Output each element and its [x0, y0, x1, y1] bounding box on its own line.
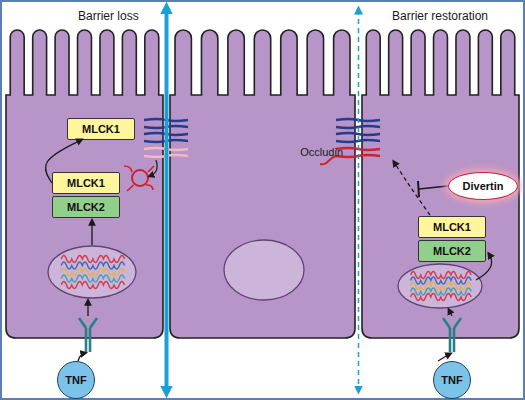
endocytic-vesicle [132, 170, 148, 186]
receptor-arm [90, 318, 97, 328]
cytokine-circle: TNF [433, 361, 471, 399]
nucleus [398, 264, 482, 308]
dna-strand [411, 277, 471, 284]
activation-arrow [45, 140, 81, 183]
leak-arrow [165, 8, 169, 392]
dna-strand [411, 294, 471, 301]
receptor-arm [443, 318, 450, 328]
epithelial-cell [170, 30, 355, 338]
receptor-stem [89, 328, 92, 352]
receptor-arm [79, 318, 86, 328]
signal-arrow [87, 301, 88, 316]
receptor-stem [85, 328, 88, 352]
tnf-receptor [443, 318, 461, 352]
panel-title: Barrier restoration [392, 9, 488, 23]
dna-strand [411, 288, 471, 295]
inhibitor-oval: Divertin [448, 172, 518, 200]
nucleus [224, 240, 304, 300]
node-label: MLCK2 [67, 201, 105, 213]
node-label: TNF [441, 374, 462, 386]
node-label: TNF [65, 374, 86, 386]
occludin-fragment [124, 166, 132, 172]
receptor-arm [454, 318, 461, 328]
kinase-box: MLCK1 [67, 118, 135, 140]
dna-strand [411, 283, 471, 290]
node-label: MLCK1 [433, 221, 471, 233]
kinase-box: MLCK1 [418, 216, 486, 238]
signal-arrow [91, 221, 92, 245]
epithelial-cell [6, 30, 163, 338]
panel-title: Barrier loss [78, 9, 139, 23]
signal-arrow [449, 310, 452, 316]
epithelial-cell [362, 30, 519, 338]
dna-strand [61, 256, 124, 263]
inhibition-line [419, 186, 448, 189]
receptor-stem [449, 328, 452, 352]
dna-strand [61, 282, 124, 289]
nucleus [48, 246, 136, 298]
dna-strand [61, 269, 124, 276]
signal-arrow [438, 354, 450, 361]
dna-strand [411, 272, 471, 279]
dna-strand [61, 262, 124, 269]
node-label: Divertin [463, 180, 504, 192]
dna-strand [61, 275, 124, 282]
kinase-box: MLCK2 [418, 240, 486, 262]
kinase-box: MLCK2 [52, 196, 120, 218]
receptor-stem [453, 328, 456, 352]
cytokine-circle: TNF [57, 361, 95, 399]
node-label: MLCK1 [67, 177, 105, 189]
claudin-strand [336, 133, 380, 135]
tnf-receptor [79, 318, 97, 352]
restored-leak-arrow [358, 10, 360, 390]
node-label: MLCK2 [433, 245, 471, 257]
internalisation-arrow [150, 160, 157, 176]
signal-arrow [78, 353, 85, 361]
inhibition-bar [418, 181, 419, 197]
protein-label: Occludin [300, 146, 343, 158]
occludin-fragment [127, 185, 134, 191]
occludin-fragment [148, 166, 154, 172]
kinase-box: MLCK1 [52, 172, 120, 194]
occludin-fragment [146, 185, 153, 190]
node-label: MLCK1 [82, 123, 120, 135]
